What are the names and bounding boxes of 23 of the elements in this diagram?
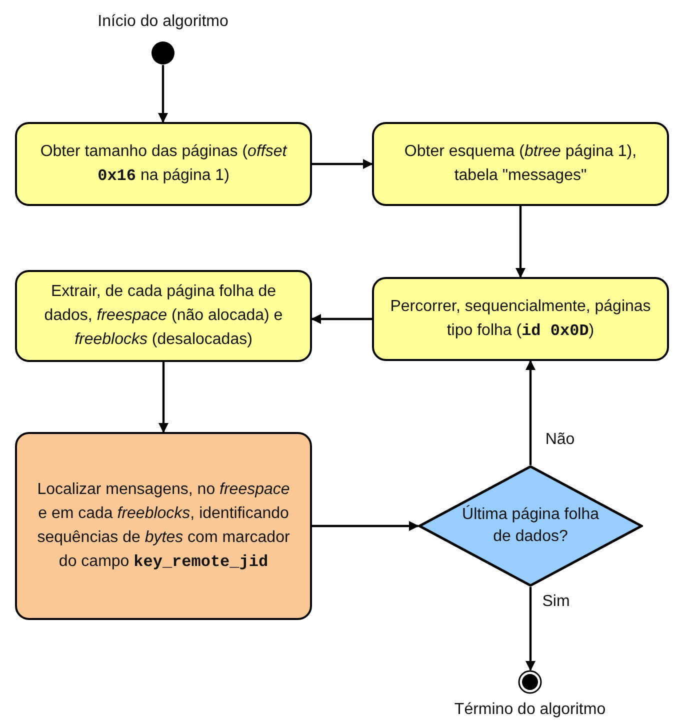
process-text: Obter tamanho das páginas (offset 0x16 na página 1) — [39, 142, 288, 187]
decision-text: Última página folha de dados? — [461, 504, 600, 547]
process-text: Percorrer, sequencialmente, páginas tipo folha (id 0x0D) — [390, 297, 651, 342]
process-box — [15, 122, 312, 206]
process-box — [15, 270, 312, 362]
process-text: Obter esquema (btree página 1), tabela "messages" — [403, 142, 638, 186]
arrow — [526, 360, 536, 465]
process-box — [372, 122, 669, 206]
process-text: Extrair, de cada página folha de dados, freespace (não alocada) e freeblocks (desalocadas) — [43, 282, 284, 350]
process-box — [15, 432, 312, 620]
arrow — [312, 521, 419, 531]
arrow — [158, 362, 168, 433]
start-node — [151, 41, 175, 65]
process-box — [372, 277, 669, 361]
arrow — [312, 159, 373, 169]
process-text: Localizar mensagens, no freespace e em cada freeblocks, identificando sequências de bytes com marcador do campo key_remote_jid — [36, 480, 291, 573]
arrow — [526, 587, 536, 671]
node-caption: Término do algoritmo — [454, 700, 606, 720]
arrow — [158, 65, 168, 123]
end-node — [518, 670, 542, 694]
arrow — [311, 314, 372, 324]
arrow — [516, 206, 526, 278]
node-caption: Início do algoritmo — [98, 12, 228, 32]
